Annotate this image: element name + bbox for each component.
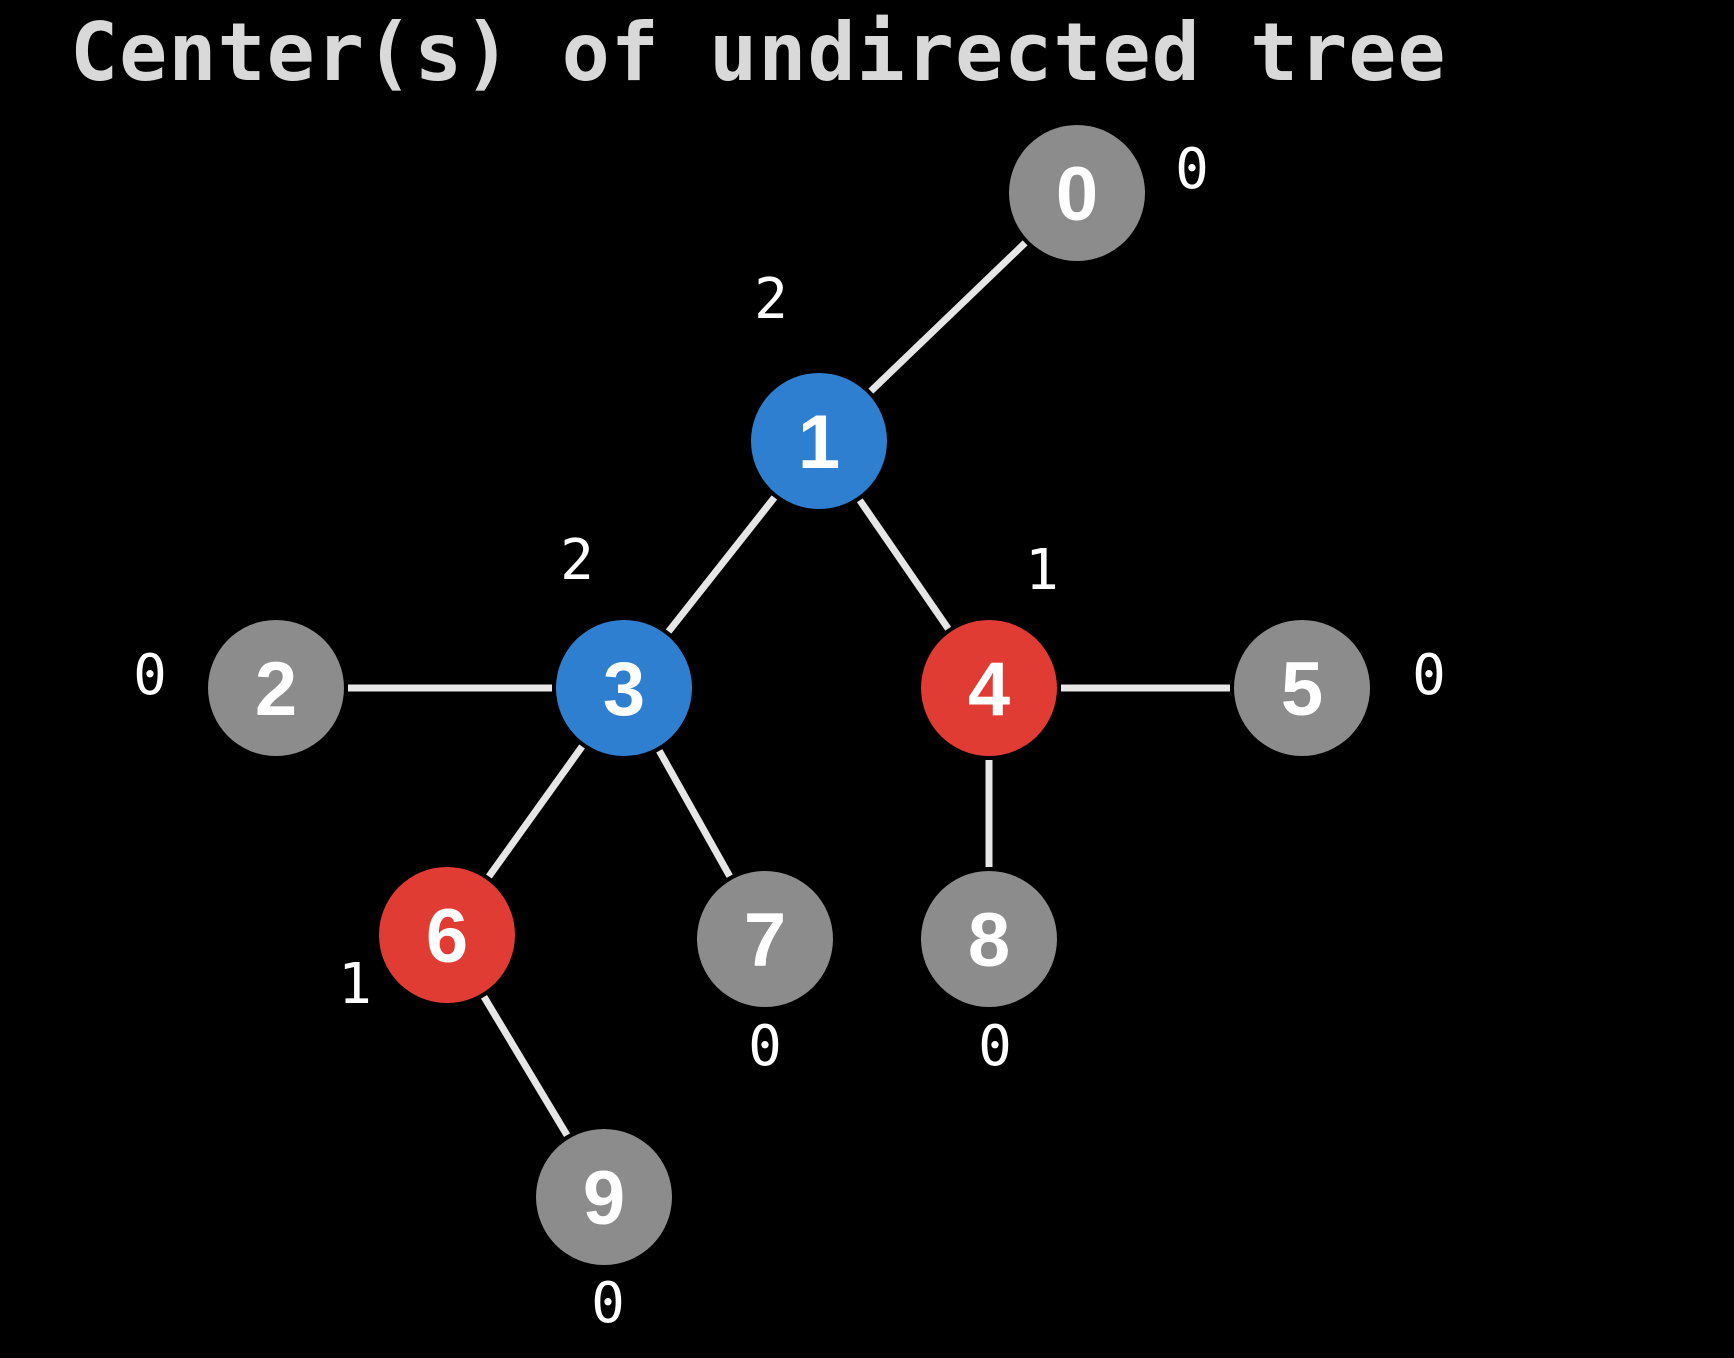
node-5: 5	[1234, 620, 1370, 756]
node-3-label: 3	[603, 647, 645, 732]
node-6-circle	[379, 867, 515, 1003]
degree-label-node-6: 1	[338, 952, 372, 1017]
node-7-label: 7	[744, 898, 786, 983]
node-7-circle	[697, 871, 833, 1007]
degree-label-node-7: 0	[748, 1014, 782, 1079]
node-7: 7	[697, 871, 833, 1007]
edge-6-9	[480, 994, 571, 1138]
diagram-title: Center(s) of undirected tree	[70, 6, 1447, 99]
node-3: 3	[556, 620, 692, 756]
degree-label-node-5: 0	[1412, 643, 1446, 708]
node-6-label: 6	[426, 894, 468, 979]
node-2-circle	[208, 620, 344, 756]
node-0: 0	[1009, 125, 1145, 261]
node-3-circle	[556, 620, 692, 756]
node-5-circle	[1234, 620, 1370, 756]
degree-label-node-1: 2	[754, 267, 788, 332]
edge-1-4	[856, 498, 952, 631]
node-0-circle	[1009, 125, 1145, 261]
degree-label-node-3: 2	[560, 528, 594, 593]
node-1-circle	[751, 373, 887, 509]
degree-labels-layer: 0 2 0 2 1 0 1 0 0 0	[133, 137, 1446, 1336]
node-2-label: 2	[255, 647, 297, 732]
node-6: 6	[379, 867, 515, 1003]
node-9-label: 9	[583, 1156, 625, 1241]
node-1: 1	[751, 373, 887, 509]
edge-3-6	[486, 744, 585, 879]
node-2: 2	[208, 620, 344, 756]
degree-label-node-2: 0	[133, 643, 167, 708]
node-0-label: 0	[1056, 152, 1098, 237]
edge-1-3	[665, 495, 778, 634]
node-4-circle	[921, 620, 1057, 756]
edge-3-7	[656, 749, 733, 878]
degree-label-node-4: 1	[1025, 538, 1059, 603]
edge-0-1	[868, 240, 1028, 394]
degree-label-node-9: 0	[591, 1271, 625, 1336]
node-9-circle	[536, 1129, 672, 1265]
node-8: 8	[921, 871, 1057, 1007]
node-4-label: 4	[968, 647, 1010, 732]
edges-layer	[348, 240, 1230, 1138]
node-9: 9	[536, 1129, 672, 1265]
node-8-circle	[921, 871, 1057, 1007]
degree-label-node-0: 0	[1175, 137, 1209, 202]
node-1-label: 1	[798, 400, 840, 485]
node-5-label: 5	[1281, 647, 1323, 732]
node-8-label: 8	[968, 898, 1010, 983]
node-4: 4	[921, 620, 1057, 756]
degree-label-node-8: 0	[978, 1014, 1012, 1079]
